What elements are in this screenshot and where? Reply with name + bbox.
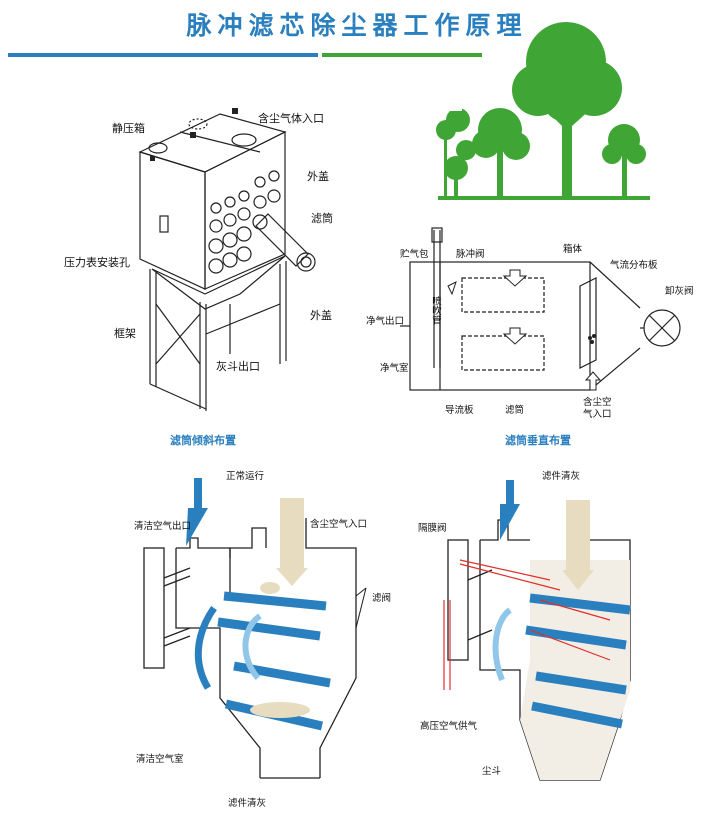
label-dusty-inlet-2: 气入口 bbox=[583, 409, 612, 420]
label-dusty-inlet: 含尘气体入口 bbox=[258, 112, 324, 125]
label-dusty-inlet-1: 含尘空 bbox=[583, 397, 612, 408]
label-bottom-3: 滤件清灰 bbox=[228, 798, 267, 809]
label-blow-pipe: 喷吹管 bbox=[430, 296, 441, 325]
collector-vertical-drawing bbox=[400, 227, 681, 391]
label-gauge-hole: 压力表安装孔 bbox=[64, 256, 130, 269]
label-discharge-valve: 卸灰阀 bbox=[665, 286, 694, 297]
label-hp-air: 高压空气供气 bbox=[420, 721, 478, 732]
normal-operation-drawing bbox=[143, 478, 367, 779]
label-static-box: 静压箱 bbox=[112, 122, 145, 135]
label-hopper: 尘斗 bbox=[482, 766, 502, 777]
pulse-cleaning-drawing bbox=[443, 480, 631, 781]
label-ash-outlet: 灰斗出口 bbox=[216, 360, 260, 373]
label-air-tank: 贮气包 bbox=[400, 249, 429, 260]
label-filter-vertical: 滤筒 bbox=[505, 405, 525, 416]
label-clean-room-3: 清洁空气室 bbox=[136, 754, 184, 765]
page-title: 脉冲滤芯除尘器工作原理 bbox=[186, 11, 528, 40]
label-clean-room: 净气室 bbox=[380, 363, 409, 374]
label-top-4: 滤件清灰 bbox=[542, 471, 581, 482]
caption-inclined: 滤筒倾斜布置 bbox=[170, 434, 236, 447]
label-diaphragm-valve: 隔膜阀 bbox=[418, 523, 447, 534]
label-dusty-inlet-3: 含尘空气入口 bbox=[310, 519, 368, 530]
title-underline-blue bbox=[8, 53, 318, 57]
label-clean-outlet: 净气出口 bbox=[366, 316, 405, 327]
label-filter-3: 滤阀 bbox=[372, 593, 392, 604]
title-underline-green bbox=[322, 53, 482, 57]
label-flow-plate: 气流分布板 bbox=[610, 260, 658, 271]
label-pulse-valve: 脉冲阀 bbox=[456, 249, 485, 260]
label-outer-cover-top: 外盖 bbox=[307, 170, 329, 183]
caption-vertical: 滤筒垂直布置 bbox=[505, 434, 571, 447]
label-normal-run: 正常运行 bbox=[226, 471, 265, 482]
label-clean-outlet-3: 清洁空气出口 bbox=[134, 521, 192, 532]
label-guide-plate: 导流板 bbox=[445, 405, 474, 416]
collector-inclined-drawing bbox=[138, 108, 316, 411]
label-housing: 箱体 bbox=[563, 244, 583, 255]
label-filter-cartridge: 滤筒 bbox=[311, 212, 333, 225]
label-frame: 框架 bbox=[114, 327, 136, 340]
tree-icon bbox=[436, 22, 650, 200]
label-outer-cover-bottom: 外盖 bbox=[310, 309, 332, 322]
